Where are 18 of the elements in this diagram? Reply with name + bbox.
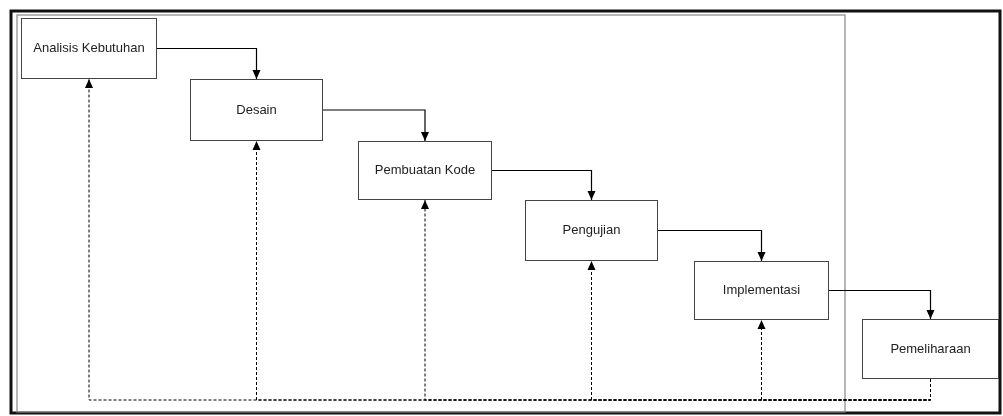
step-label: Desain bbox=[235, 101, 278, 119]
process-box bbox=[862, 319, 999, 379]
arrow bbox=[156, 47, 261, 80]
step-label: Implementasi bbox=[721, 282, 802, 299]
step-label: Pengujian bbox=[561, 222, 622, 239]
process-box bbox=[190, 79, 323, 141]
step-label: Analisis Kebutuhan bbox=[32, 40, 146, 57]
arrow bbox=[491, 169, 596, 201]
process-box bbox=[525, 200, 658, 261]
process-box bbox=[358, 141, 492, 200]
step-label: Pembuatan Kode bbox=[373, 162, 477, 179]
process-box bbox=[694, 261, 829, 320]
arrow bbox=[657, 229, 766, 262]
arrow bbox=[322, 109, 429, 142]
feedback-arrow bbox=[757, 319, 931, 401]
process-box bbox=[21, 18, 157, 79]
arrow bbox=[828, 289, 935, 320]
step-label: Pemeliharaan bbox=[889, 340, 972, 358]
